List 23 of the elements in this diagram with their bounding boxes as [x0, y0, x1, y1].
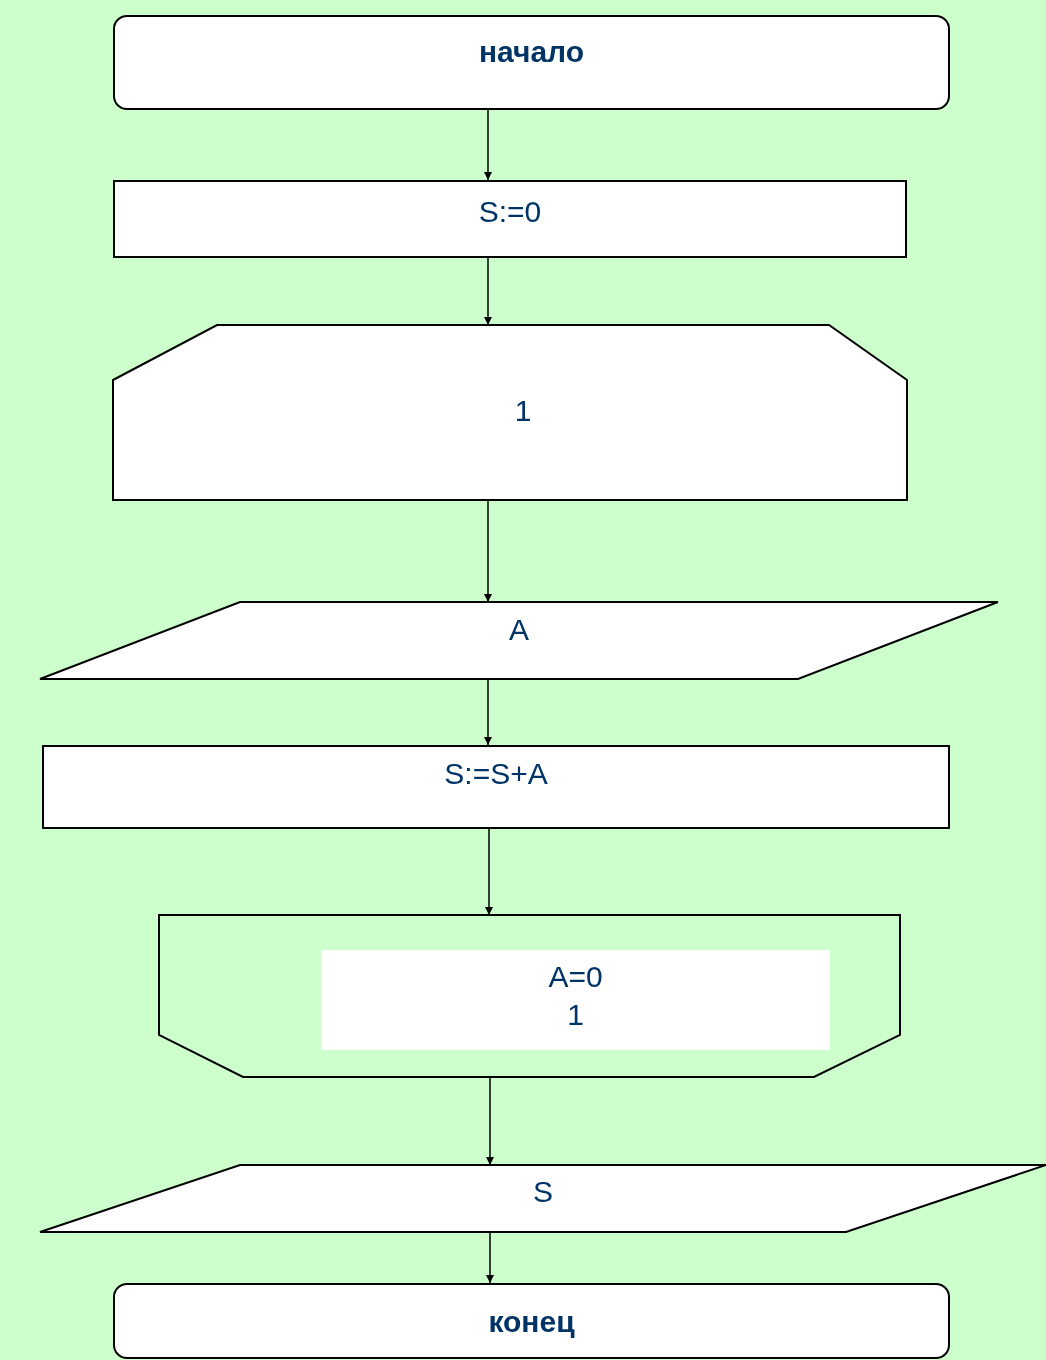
- input-output-parallelogram: [40, 602, 998, 679]
- arrow: [486, 1231, 494, 1284]
- flowchart-text: S:=0: [477, 194, 543, 230]
- flowchart-text: начало: [477, 34, 586, 70]
- arrow: [484, 257, 492, 326]
- loop-end-shape: [159, 915, 900, 1077]
- process-box: [42, 745, 950, 829]
- flowchart-text: конец: [487, 1304, 576, 1340]
- arrow: [484, 678, 492, 746]
- arrow: [486, 1076, 494, 1166]
- terminal-box: [113, 15, 950, 110]
- flowchart-text: S: [532, 1174, 554, 1210]
- process-box: [113, 180, 907, 258]
- flowchart-text: 1: [566, 997, 585, 1033]
- loop-condition-box: [321, 950, 830, 1050]
- flowchart-text: A: [508, 612, 530, 648]
- flowchart-text: A=0: [547, 959, 604, 995]
- arrow: [485, 828, 493, 916]
- arrow: [484, 109, 492, 181]
- flowchart-text: S:=S+A: [443, 756, 549, 792]
- input-output-parallelogram: [40, 1165, 1046, 1232]
- terminal-box: [113, 1283, 950, 1359]
- arrow: [484, 499, 492, 603]
